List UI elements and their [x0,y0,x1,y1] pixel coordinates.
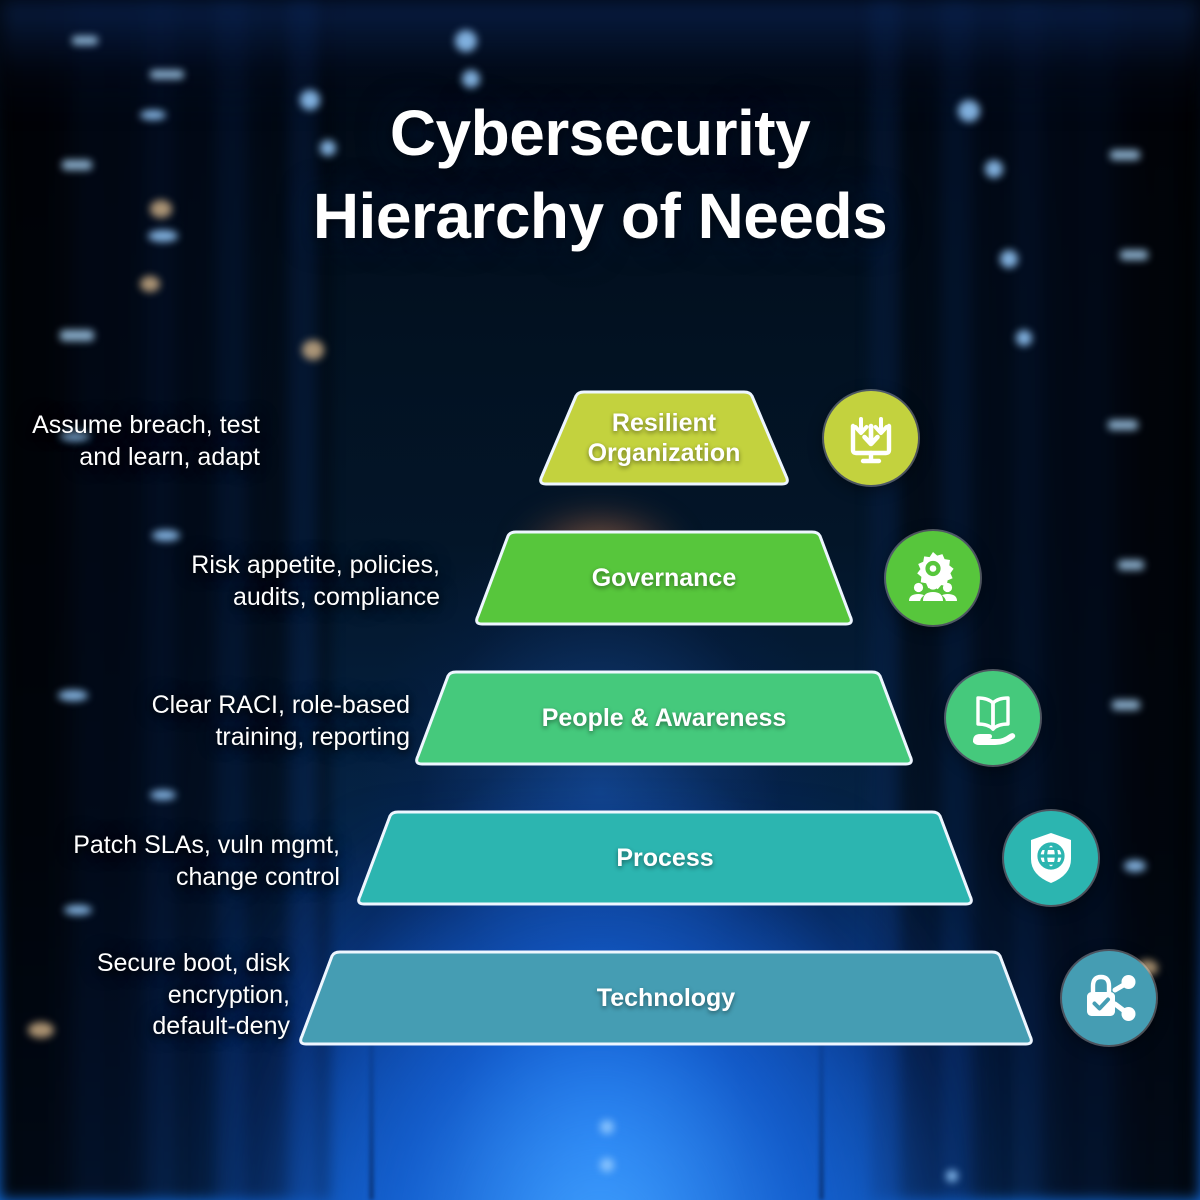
pyramid-tier-resilient-organization[interactable]: Assume breach, test and learn, adapt Res… [0,388,1200,488]
pyramid-diagram: Assume breach, test and learn, adapt Res… [0,388,1200,1048]
tier-shape-governance [472,528,856,628]
pyramid-tier-governance[interactable]: Risk appetite, policies, audits, complia… [0,528,1200,628]
shield-globe-icon [1004,811,1098,905]
tier-shape-process [354,808,976,908]
tier-shape-people-awareness [412,668,916,768]
pyramid-tier-people-awareness[interactable]: Clear RACI, role-based training, reporti… [0,668,1200,768]
tier-shape-technology [296,948,1036,1048]
monitor-download-icon [824,391,918,485]
page-title: Cybersecurity Hierarchy of Needs [0,92,1200,258]
gear-people-icon [886,531,980,625]
pyramid-tier-technology[interactable]: Secure boot, disk encryption, default-de… [0,948,1200,1048]
title-line-1: Cybersecurity [389,97,811,169]
tier-description-technology: Secure boot, disk encryption, default-de… [96,949,290,1040]
lock-share-icon [1062,951,1156,1045]
tier-description-resilient-organization: Assume breach, test and learn, adapt [32,411,260,471]
tier-description-process: Patch SLAs, vuln mgmt, change control [73,831,340,891]
pyramid-tier-process[interactable]: Patch SLAs, vuln mgmt, change control Pr… [0,808,1200,908]
book-hand-icon [946,671,1040,765]
tier-shape-resilient-organization [536,388,792,488]
tier-description-people-awareness: Clear RACI, role-based training, reporti… [151,691,410,751]
title-line-2: Hierarchy of Needs [312,180,888,253]
tier-description-governance: Risk appetite, policies, audits, complia… [191,551,440,611]
